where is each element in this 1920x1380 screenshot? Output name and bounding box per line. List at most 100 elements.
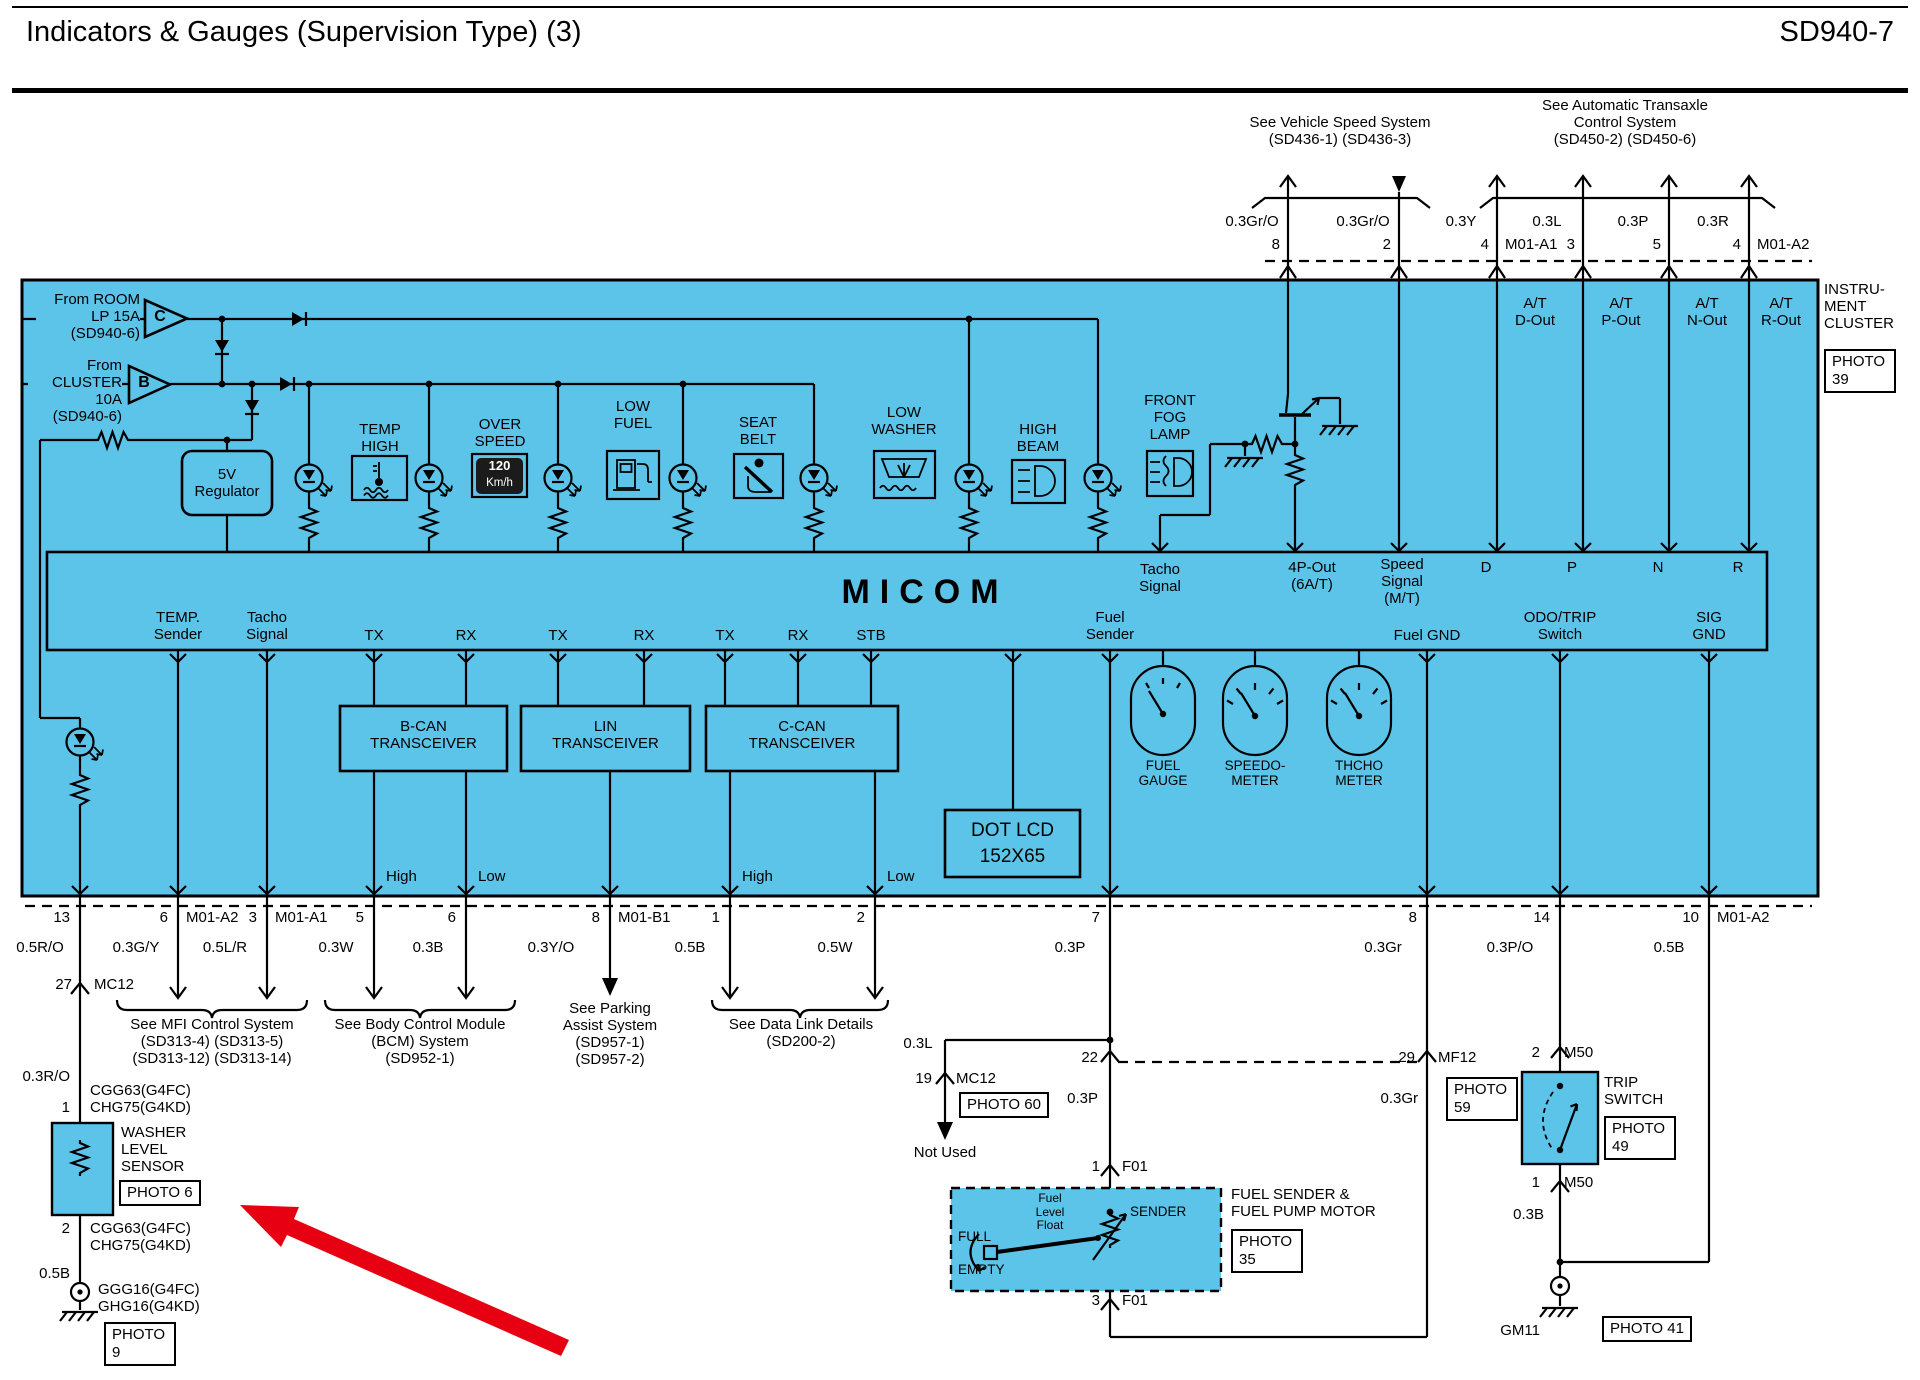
diode-vertical-1 [215,340,229,356]
fuel-pump-glyph [613,459,652,491]
washer-joint-1: CGG63(G4FC) CHG75(G4KD) [90,1082,191,1117]
micom-d: D [1480,559,1492,576]
washer-ground-bolt [69,1281,91,1303]
top-conn-m01a1: M01-A1 [1505,236,1558,253]
sender-wiper [1092,1212,1128,1261]
at-n-out: A/T N-Out [1686,295,1727,330]
pin-14: 14 [1533,909,1550,926]
see-parking: See Parking Assist System (SD957-1) (SD9… [562,1000,658,1069]
front-fog-icon [1145,449,1195,498]
float-label: Fuel Level Float [1035,1191,1065,1233]
micom-tx1: TX [364,627,384,644]
overspeed-value: 120 [488,458,511,473]
from-room-label: From ROOM LP 15A (SD940-6) [36,291,140,343]
trip-wire: 0.3B [1513,1206,1544,1223]
top-up-arrows [1279,174,1758,188]
high-beam-glyph [1018,465,1056,497]
fuel-conn-f01-top: F01 [1122,1158,1148,1175]
micom-rx1: RX [455,627,477,644]
page-top-rule [12,6,1908,8]
micom-rx3: RX [787,627,809,644]
fuel-conn-f01-bottom: F01 [1122,1292,1148,1309]
top-conn-m01a2: M01-A2 [1757,236,1810,253]
fuel-sender-name: FUEL SENDER & FUEL PUMP MOTOR [1231,1186,1376,1221]
gate-b-letter: B [138,374,150,391]
not-used-arrow [937,1122,953,1140]
diode-rail-a [292,312,308,326]
top-wire-3: 0.3L [1532,213,1562,230]
gm11-ground-bolt [1549,1275,1571,1297]
at-r-out: A/T R-Out [1760,295,1801,330]
indicator-front-fog: FRONT FOG LAMP [1144,392,1196,444]
wire-03gr: 0.3Gr [1364,939,1402,956]
pin-10: 10 [1682,909,1699,926]
fog-lamp-glyph [1150,455,1193,487]
trip-conn-m50-top: M50 [1564,1044,1594,1061]
indicator-temp-high: TEMP HIGH [359,421,401,456]
micom-p: P [1566,559,1577,576]
low-1: Low [478,868,506,885]
micom-tx3: TX [715,627,735,644]
wire-05lr: 0.5L/R [202,939,248,956]
trip-switch-name: TRIP SWITCH [1604,1074,1664,1109]
top-pin-2: 2 [1382,236,1391,253]
micom-n: N [1652,559,1664,576]
washer-pin-2: 2 [61,1220,70,1237]
over-speed-icon-frame [470,452,529,499]
top-pin-4b: 4 [1732,236,1741,253]
pin-2: 2 [856,909,865,926]
washer-wire-1: 0.3R/O [22,1068,70,1085]
wire-05b-2: 0.5B [1653,939,1685,956]
washer-sensor-box [50,1121,115,1217]
over-speed-icon [476,458,523,494]
pin-5: 5 [355,909,364,926]
wire-03b: 0.3B [412,939,444,956]
photo-49-box: PHOTO 49 [1604,1116,1676,1160]
high-2: High [742,868,773,885]
trip-pin-2: 2 [1531,1044,1540,1061]
see-at-control: See Automatic Transaxle Control System (… [1542,97,1708,149]
float-swing-arrow [969,1233,986,1272]
top-wire-1: 0.3Gr/O [1336,213,1390,230]
top-pin-5: 5 [1652,236,1661,253]
led-chains [307,491,1100,552]
regulator-label: 5V Regulator [194,466,260,501]
not-used-label: Not Used [913,1144,977,1161]
micom-fuel-sender: Fuel Sender [1085,609,1135,644]
photo-60-box: PHOTO 60 [959,1092,1049,1118]
top-wire-2: 0.3Y [1445,213,1477,230]
photo-9-box: PHOTO 9 [104,1322,176,1366]
fuel-wire-l: 0.3L [903,1035,933,1052]
washer-wire-2: 0.5B [39,1265,70,1282]
pin-7: 7 [1091,909,1100,926]
trip-switch-blade [1558,1102,1579,1151]
bcan-box [338,704,509,773]
regulator-box [180,449,274,517]
indicator-low-fuel: LOW FUEL [613,398,653,433]
full-label: FULL [958,1229,992,1244]
washer-gnd-label: GGG16(G4FC) GHG16(G4KD) [98,1281,200,1316]
overspeed-unit: Km/h [486,477,513,489]
seat-belt-glyph [743,458,774,494]
micom-r: R [1732,559,1744,576]
indicator-low-washer: LOW WASHER [871,404,937,439]
thermometer-glyph [363,462,389,499]
washer-glyph [879,458,928,492]
red-annotation-arrow [240,1205,569,1356]
instrument-cluster-panel [20,278,1820,898]
photo-41-box: PHOTO 41 [1602,1316,1692,1342]
see-mfi: See MFI Control System (SD313-4) (SD313-… [130,1016,294,1068]
micom-sig-gnd: SIG GND [1692,609,1726,644]
header-underline [12,88,1908,93]
seat-belt-icon [732,452,785,500]
high-1: High [386,868,417,885]
photo-35-box: PHOTO 35 [1231,1229,1303,1273]
bcm-brace [323,999,517,1019]
micom-tx2: TX [548,627,568,644]
micom-tacho-signal-top: Tacho Signal [1139,561,1181,596]
photo-39-box: PHOTO 39 [1824,349,1896,393]
tachometer-symbol [1325,664,1393,757]
fuel-gauge-symbol [1129,664,1197,757]
dot-lcd-label: DOT LCD 152X65 [970,820,1055,867]
dot-lcd-box [943,808,1082,879]
